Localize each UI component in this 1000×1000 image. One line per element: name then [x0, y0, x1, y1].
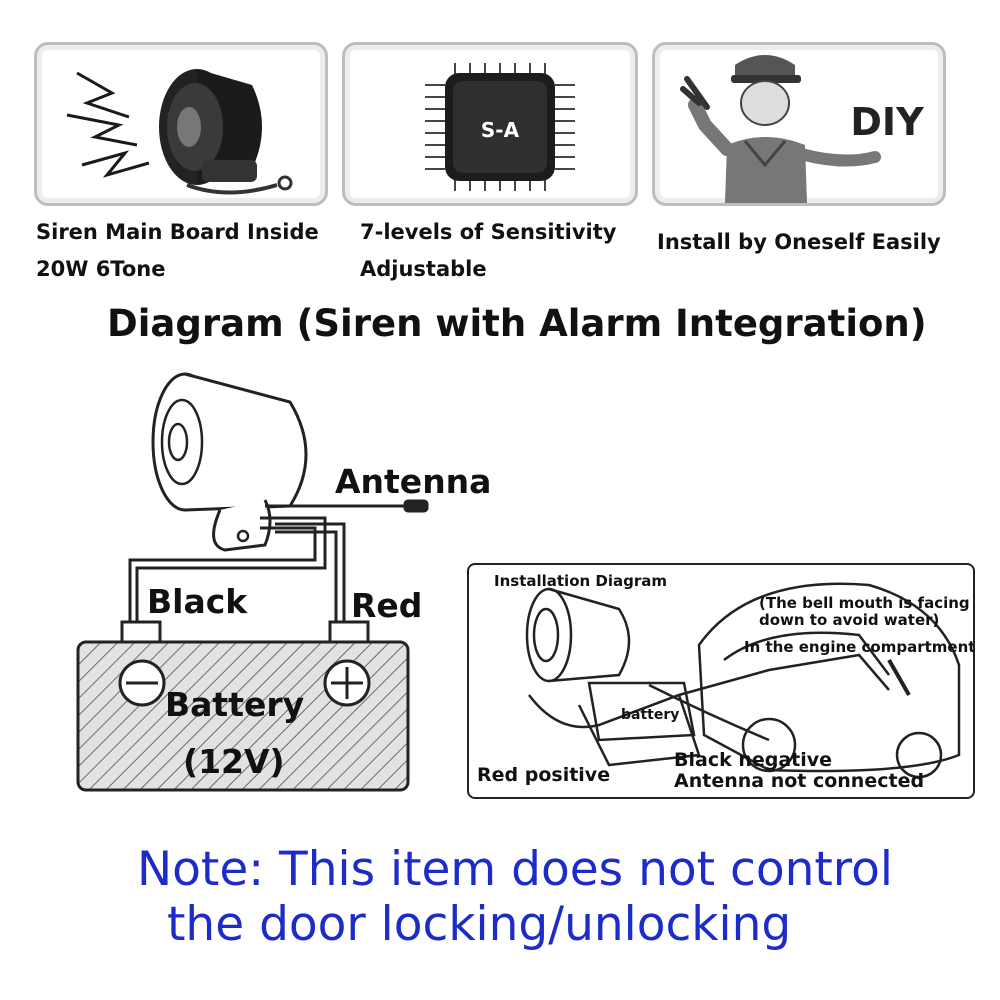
note-line: Note: This item does not control: [137, 842, 893, 897]
caption-line: 20W 6Tone: [36, 257, 166, 281]
battery-voltage-label: (12V): [183, 742, 285, 781]
caption-sensitivity: 7-levels of Sensitivity Adjustable: [360, 214, 616, 288]
bell-mouth-note-line1: (The bell mouth is facing: [759, 594, 970, 612]
red-wire-label: Red: [351, 586, 423, 625]
siren-drawing: [151, 372, 308, 552]
siren-horn-icon: [66, 69, 293, 195]
installation-diagram: Installation Diagram (The bell mouth is …: [467, 563, 975, 799]
feature-box-diy: DIY: [652, 42, 946, 206]
caption-line: Siren Main Board Inside: [36, 220, 319, 244]
black-negative-text: Black negative: [674, 749, 833, 771]
chip-label: S-A: [481, 118, 520, 142]
diagram-title: Diagram (Siren with Alarm Integration): [107, 302, 927, 345]
battery-drawing: [76, 620, 410, 792]
black-wire-label: Black: [147, 582, 248, 621]
door-lock-note: Note: This item does not control the doo…: [137, 842, 893, 952]
diy-graphic: DIY: [680, 55, 924, 203]
antenna-label: Antenna: [335, 462, 492, 501]
bell-mouth-note: (The bell mouth is facing down to avoid …: [759, 595, 970, 629]
caption-siren: Siren Main Board Inside 20W 6Tone: [36, 214, 319, 288]
feature-box-chip: S-A: [342, 42, 638, 206]
wiring-diagram: [76, 372, 429, 792]
caption-line: 7-levels of Sensitivity: [360, 220, 617, 244]
caption-diy: Install by Oneself Easily: [657, 224, 941, 261]
battery-label: Battery: [165, 685, 305, 724]
installation-drawing: [525, 582, 961, 779]
wires: [128, 499, 429, 622]
bell-mouth-note-line2: down to avoid water): [759, 611, 940, 629]
installation-title: Installation Diagram: [494, 572, 668, 590]
engine-compartment-note: In the engine compartment: [744, 638, 975, 656]
mechanic-icon: [680, 55, 881, 203]
feature-box-siren: [34, 42, 328, 206]
installation-battery-label: battery: [621, 707, 680, 723]
black-negative-label: Black negative Antenna not connected: [674, 750, 924, 792]
antenna-not-connected-text: Antenna not connected: [674, 770, 925, 792]
note-line: the door locking/unlocking: [167, 897, 792, 952]
caption-line: Adjustable: [360, 257, 487, 281]
chip-graphic: S-A: [425, 63, 575, 191]
chip-icon: [425, 63, 575, 191]
red-positive-label: Red positive: [477, 764, 611, 786]
caption-line: Install by Oneself Easily: [657, 230, 941, 254]
diy-badge: DIY: [850, 100, 924, 144]
